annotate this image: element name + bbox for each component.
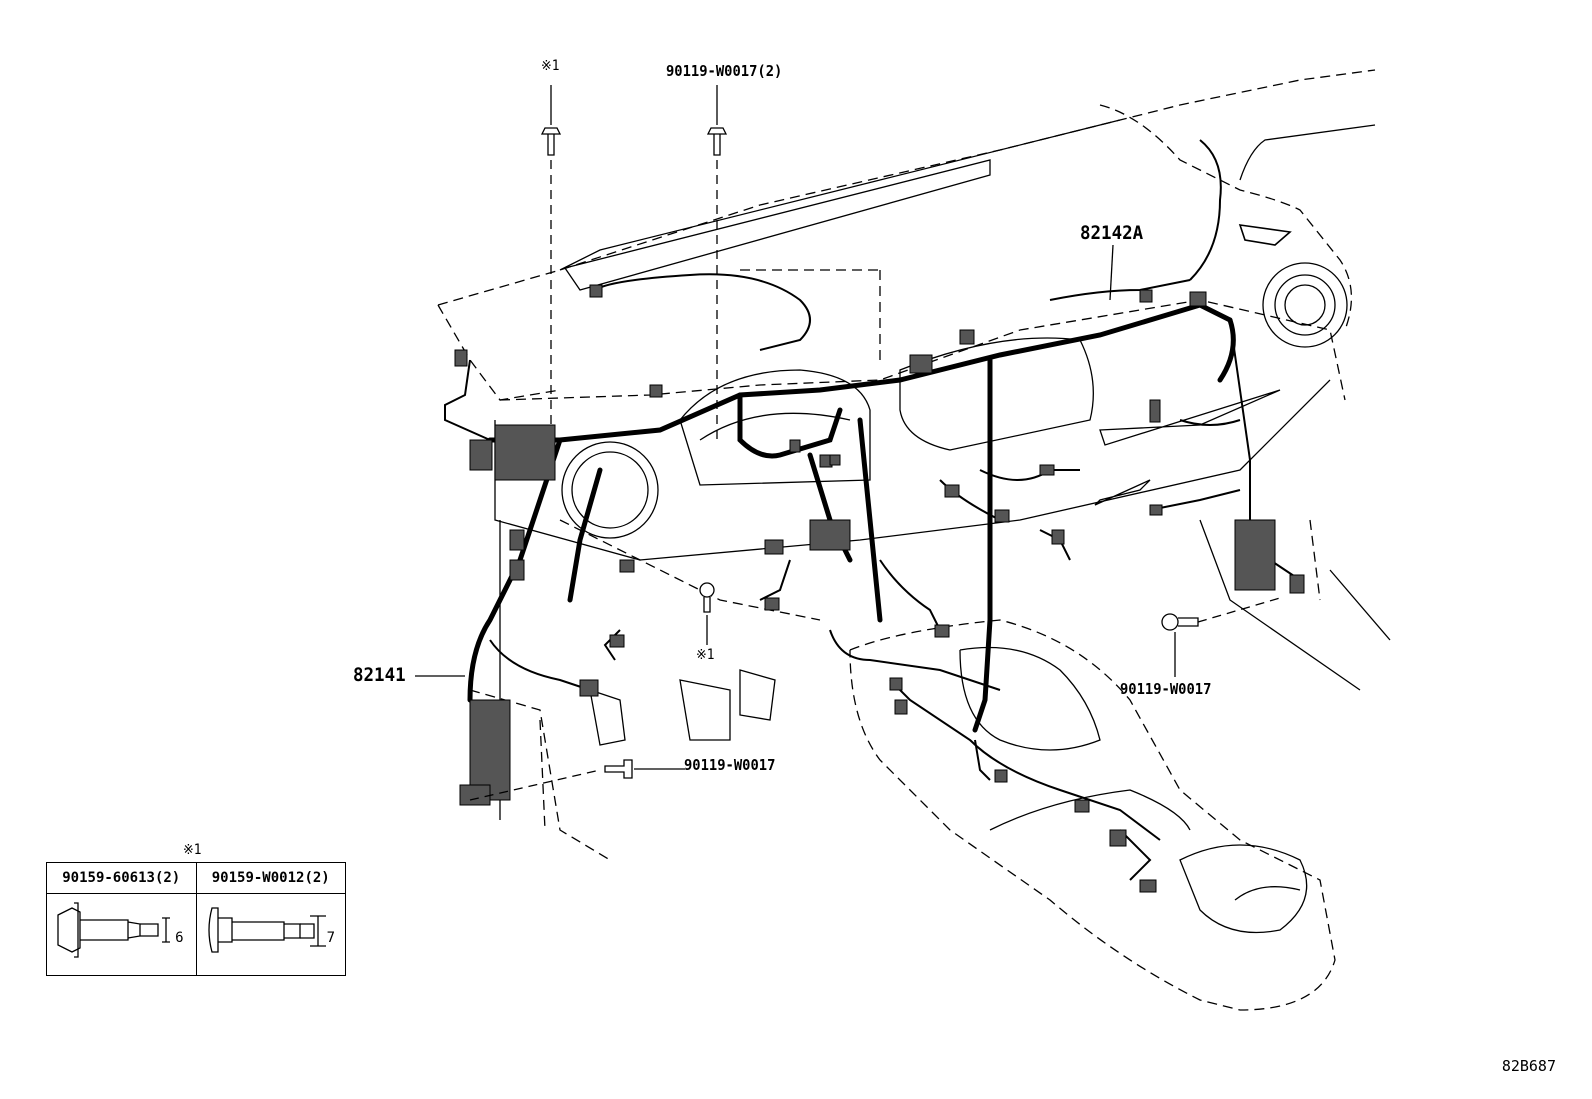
fastener-column-1: 90159-60613(2) 6 xyxy=(47,863,196,975)
bolt-label-top: 90119-W0017(2) xyxy=(666,62,783,80)
bolt-label-right: 90119-W0017 xyxy=(1120,680,1212,698)
fastener-column-2: 90159-W0012(2) 7 xyxy=(195,863,346,975)
harness-label-82141: 82141 xyxy=(353,664,406,686)
diagram-code: 82B687 xyxy=(1501,1057,1556,1075)
bolt-label-bottom: 90119-W0017 xyxy=(684,756,776,774)
fastener-dimension-1: 6 xyxy=(175,930,184,946)
fastener-part-1: 90159-60613(2) xyxy=(47,863,196,894)
fastener-drawing-1: 6 xyxy=(47,894,196,975)
callout-mark-mid: ※1 xyxy=(696,647,715,663)
fastener-dimension-2: 7 xyxy=(326,930,335,946)
fastener-part-2: 90159-W0012(2) xyxy=(196,863,345,894)
fastener-drawing-2: 7 xyxy=(197,894,346,975)
fastener-table: 90159-60613(2) 6 90159-W0012(2) 7 xyxy=(46,862,346,976)
table-callout-mark: ※1 xyxy=(183,842,202,858)
harness-label-82142a: 82142A xyxy=(1080,222,1144,244)
callout-mark-top: ※1 xyxy=(541,58,560,74)
